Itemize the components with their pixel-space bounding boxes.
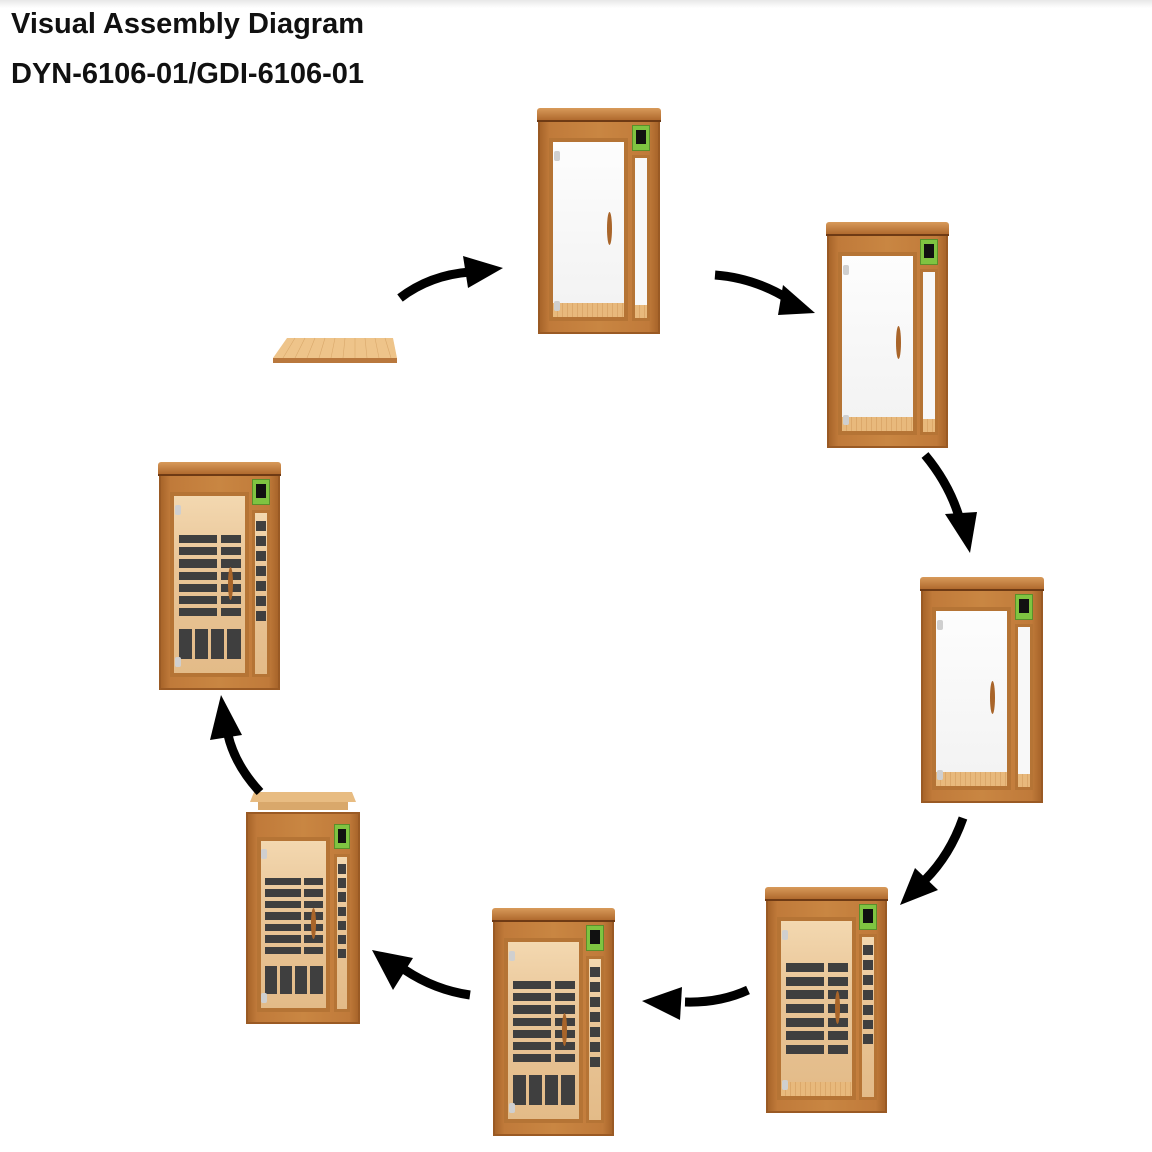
arrowhead-icon xyxy=(463,256,503,288)
side-glass xyxy=(859,934,877,1101)
arrowhead-icon xyxy=(900,868,938,905)
glass-door xyxy=(838,251,917,436)
door-handle xyxy=(607,212,613,245)
hinge xyxy=(261,992,268,1003)
arrowhead-icon xyxy=(372,950,413,990)
glass-door xyxy=(777,916,856,1101)
step-4-sauna-frame xyxy=(920,577,1044,803)
hinge xyxy=(509,951,516,962)
side-glass xyxy=(333,853,351,1012)
door-handle xyxy=(561,1013,567,1046)
step-2-sauna-frame xyxy=(537,108,661,334)
door-handle xyxy=(227,567,233,600)
door-handle xyxy=(310,907,316,939)
control-panel-icon xyxy=(333,824,351,850)
hinge xyxy=(843,415,850,426)
roof xyxy=(492,908,615,922)
step-7-roof-panel xyxy=(250,792,356,810)
control-panel-icon xyxy=(586,925,604,952)
step-1-floor-panel xyxy=(273,337,397,363)
step-5-sauna-heaters xyxy=(765,887,888,1113)
hinge xyxy=(937,620,944,631)
arrow-2-to-3 xyxy=(714,270,793,304)
glass-door xyxy=(170,492,249,677)
glass-door xyxy=(932,606,1012,791)
side-glass xyxy=(252,509,270,677)
hinge xyxy=(937,770,944,781)
hinge xyxy=(509,1103,516,1114)
arrowhead-icon xyxy=(210,695,242,740)
bench-heaters xyxy=(512,1074,575,1105)
door-handle xyxy=(834,991,840,1024)
bench-heaters xyxy=(178,628,241,659)
model-number: DYN-6106-01/GDI-6106-01 xyxy=(11,58,365,90)
roof xyxy=(158,462,281,476)
roof xyxy=(537,108,661,122)
step-7-sauna-roof xyxy=(246,812,360,1024)
glass-door xyxy=(256,836,331,1012)
side-glass xyxy=(920,269,938,436)
control-panel-icon xyxy=(252,479,270,506)
arrowhead-icon xyxy=(778,285,815,315)
step-6-sauna-bench xyxy=(492,908,615,1136)
control-panel-icon xyxy=(1015,593,1033,621)
control-panel-icon xyxy=(859,903,877,931)
arrow-6-to-7 xyxy=(402,966,471,1000)
door-handle xyxy=(990,681,996,714)
side-glass xyxy=(1015,624,1033,791)
hinge xyxy=(175,657,182,668)
hinge xyxy=(175,505,182,516)
arrow-5-to-6 xyxy=(684,985,750,1007)
arrow-3-to-4 xyxy=(921,452,965,522)
step-3-sauna-frame xyxy=(826,222,949,448)
arrow-1-to-2 xyxy=(397,267,471,302)
arrow-4-to-5 xyxy=(921,816,968,884)
diagram-title: Visual Assembly Diagram xyxy=(11,8,364,40)
hinge xyxy=(554,301,561,312)
bench-heaters xyxy=(264,965,323,995)
glass-door xyxy=(549,137,629,322)
roof xyxy=(765,887,888,901)
roof xyxy=(826,222,949,236)
hinge xyxy=(782,930,789,941)
top-shade xyxy=(0,0,1152,8)
control-panel-icon xyxy=(632,124,650,152)
side-glass xyxy=(586,955,604,1123)
hinge xyxy=(261,849,268,860)
hinge xyxy=(782,1080,789,1091)
arrow-7-to-8 xyxy=(223,733,264,796)
control-panel-icon xyxy=(920,238,938,266)
side-glass xyxy=(632,155,650,322)
hinge xyxy=(554,151,561,162)
arrowhead-icon xyxy=(642,987,682,1020)
arrowhead-icon xyxy=(945,512,977,553)
roof xyxy=(920,577,1044,591)
door-handle xyxy=(895,326,901,359)
glass-door xyxy=(504,938,583,1123)
step-8-completed-sauna xyxy=(158,462,281,690)
hinge xyxy=(843,265,850,276)
